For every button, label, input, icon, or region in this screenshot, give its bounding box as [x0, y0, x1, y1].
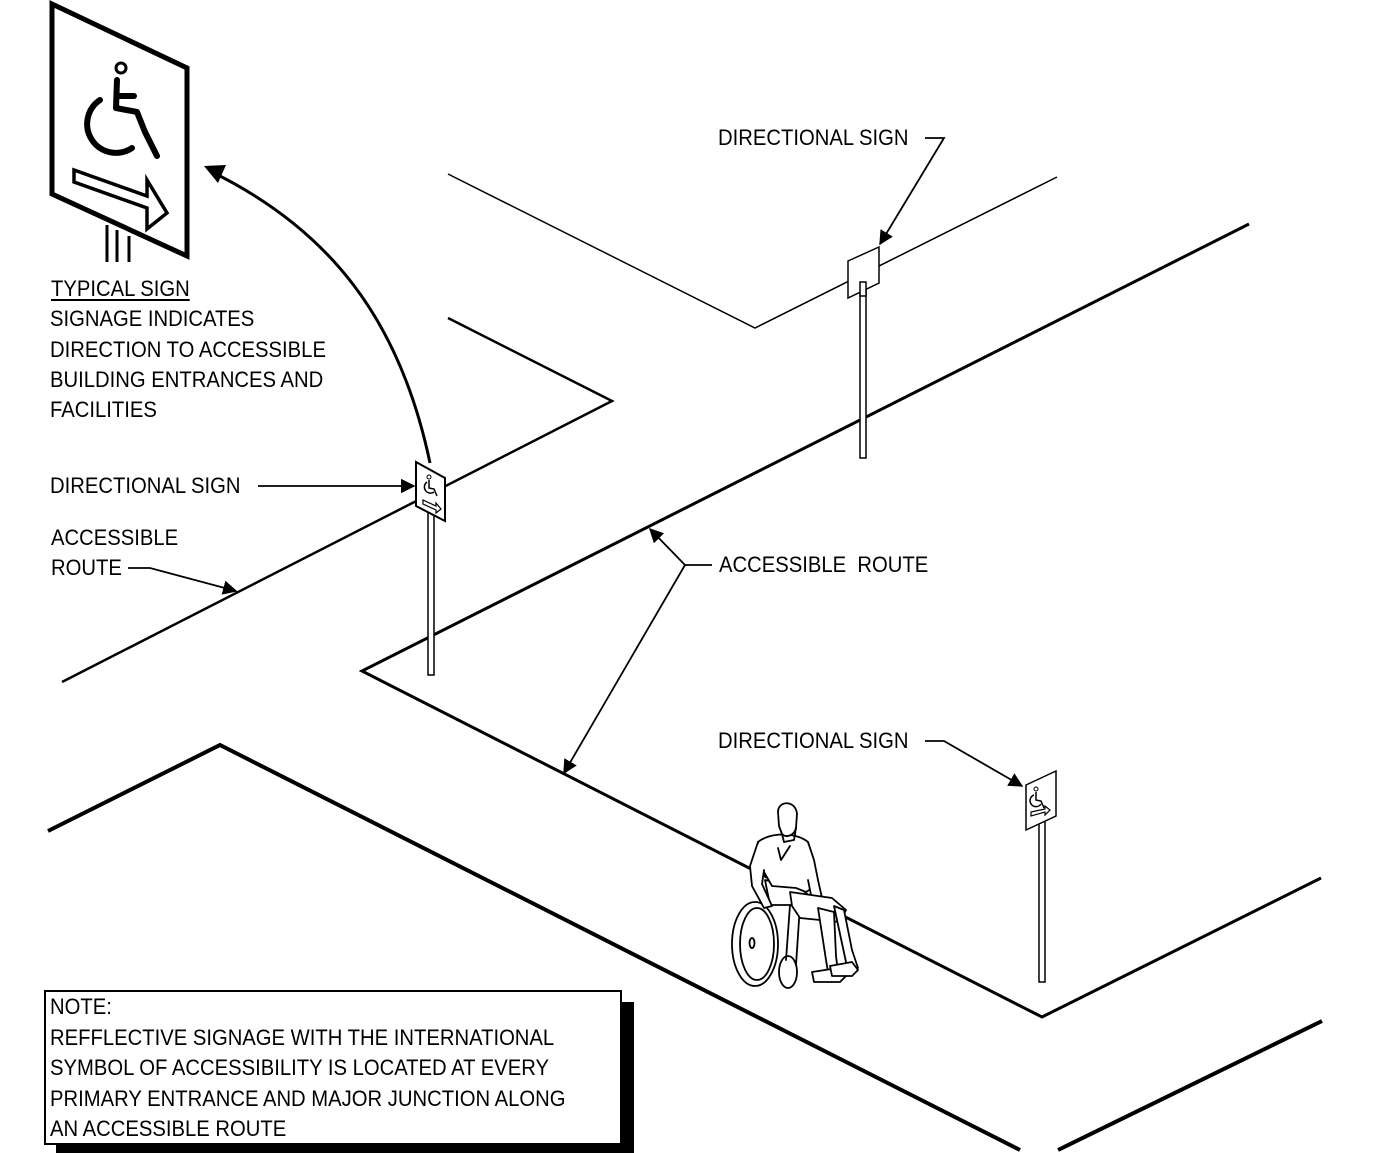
directional-sign-top [847, 245, 880, 459]
label-accessible-route-center: ACCESSIBLE ROUTE [719, 552, 929, 577]
route-edges [47, 173, 1323, 1152]
leader-accessible-route-center-a [648, 527, 712, 566]
leader-accessible-route-center-b [563, 564, 686, 775]
typical-sign [49, 0, 190, 262]
leader-directional-top [879, 137, 946, 246]
wheelchair-user-figure [731, 802, 859, 989]
leader-lines [128, 137, 1024, 787]
note-line-1: REFFLECTIVE SIGNAGE WITH THE INTERNATION… [50, 1024, 555, 1050]
typical-sign-panel [49, 0, 190, 260]
label-directional-sign-left: DIRECTIONAL SIGN [50, 473, 241, 498]
label-accessible-route-left-1: ACCESSIBLE [51, 525, 179, 550]
note-line-3: PRIMARY ENTRANCE AND MAJOR JUNCTION ALON… [50, 1085, 566, 1111]
leader-accessible-route-left [128, 567, 238, 595]
note-box: NOTE: REFFLECTIVE SIGNAGE WITH THE INTER… [44, 990, 622, 1145]
directional-sign-bottom [1025, 769, 1057, 983]
center-route-edge [358, 222, 1322, 1019]
typical-sign-desc-4: FACILITIES [50, 397, 157, 422]
lower-route-edge [47, 742, 1021, 1152]
typical-sign-desc-2: DIRECTION TO ACCESSIBLE [50, 337, 326, 362]
leader-directional-bottom [925, 740, 1024, 787]
upper-route-edge [447, 173, 1058, 329]
typical-sign-title: TYPICAL SIGN [51, 276, 190, 301]
direction-arrow-icon [72, 167, 170, 233]
typical-sign-desc-3: BUILDING ENTRANCES AND [50, 367, 324, 392]
typical-sign-desc-1: SIGNAGE INDICATES [50, 306, 255, 331]
label-accessible-route-left-2: ROUTE [51, 555, 122, 580]
left-route-edge-upper [61, 316, 615, 684]
note-heading: NOTE: [50, 994, 112, 1019]
wheelchair-accessibility-icon [84, 61, 160, 159]
label-directional-sign-top: DIRECTIONAL SIGN [718, 125, 909, 150]
note-text: NOTE: REFFLECTIVE SIGNAGE WITH THE INTER… [50, 992, 565, 1145]
callout-curve [211, 170, 432, 464]
directional-sign-left [415, 460, 446, 676]
note-line-2: SYMBOL OF ACCESSIBILITY IS LOCATED AT EV… [50, 1055, 550, 1080]
lower-right-route-edge [1057, 1019, 1323, 1152]
note-line-4: AN ACCESSIBLE ROUTE [50, 1116, 287, 1141]
callout-curve-arrowhead [204, 165, 226, 183]
label-directional-sign-bottom: DIRECTIONAL SIGN [718, 728, 909, 753]
